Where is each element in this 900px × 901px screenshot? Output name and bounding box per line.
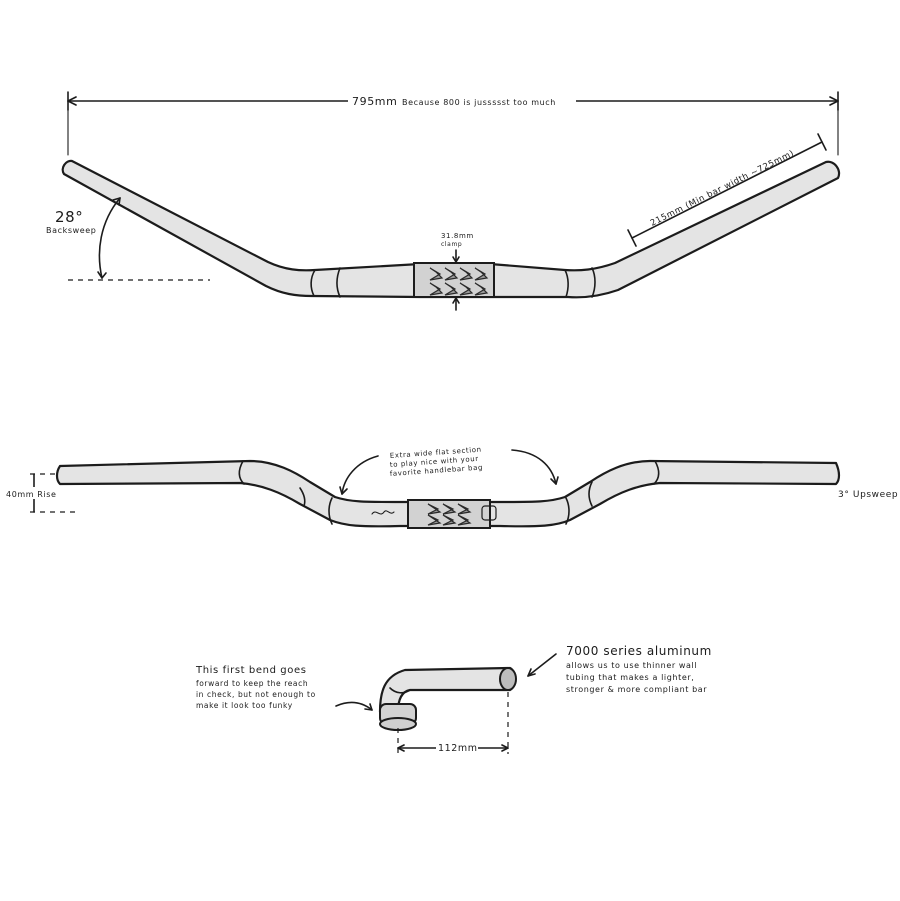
- signature-logo: [371, 510, 395, 515]
- backsweep-value: 28°: [55, 208, 83, 226]
- clamp-knurling: [429, 267, 489, 296]
- side-view: 112mm This first bend goes forward to ke…: [195, 644, 712, 754]
- flat-note-arrow-right: [511, 449, 557, 485]
- bar-end-circle: [499, 667, 517, 691]
- top-view: 795mm Because 800 is jussssst too much: [46, 91, 841, 311]
- flat-note-arrow-left: [341, 455, 379, 495]
- clamp-diameter-value: 31.8mm: [441, 232, 474, 240]
- rise-label: 40mm Rise: [6, 490, 57, 499]
- reach-dimension-value: 112mm: [438, 743, 478, 754]
- bend-note-line-3: in check, but not enough to: [196, 690, 316, 699]
- width-dimension-note: Because 800 is jussssst too much: [402, 98, 556, 107]
- bend-note-line-1: This first bend goes: [195, 665, 307, 676]
- front-view: 40mm Rise 3° Upsweep Extra wide flat sec…: [6, 446, 898, 529]
- front-knurling: [427, 503, 472, 526]
- bend-note-line-2: forward to keep the reach: [196, 679, 308, 688]
- clamp-label: clamp: [441, 241, 462, 248]
- cut-length-line: [631, 141, 823, 239]
- alloy-note-line-4: stronger & more compliant bar: [566, 685, 707, 694]
- alloy-note-line-2: allows us to use thinner wall: [566, 661, 697, 670]
- upsweep-label: 3° Upsweep: [838, 490, 898, 500]
- alloy-note-line-3: tubing that makes a lighter,: [566, 673, 694, 682]
- backsweep-label: Backsweep: [46, 226, 96, 235]
- bar-front-view-body: [55, 459, 841, 528]
- backsweep-arc: [98, 197, 121, 279]
- alloy-note-arrow: [527, 653, 557, 677]
- width-dimension-value: 795mm: [352, 95, 397, 108]
- bend-note-line-4: make it look too funky: [196, 701, 293, 710]
- bend-note-arrow: [335, 701, 373, 711]
- alloy-heading: 7000 series aluminum: [566, 644, 712, 658]
- bar-top-view-body: [61, 159, 841, 299]
- badge-logo: [481, 505, 497, 521]
